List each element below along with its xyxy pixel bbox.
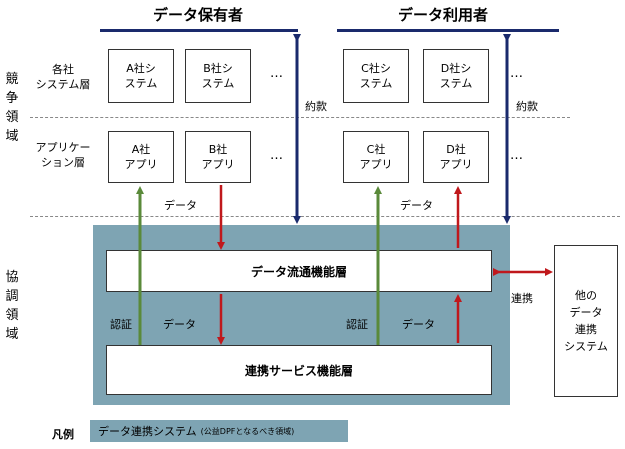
- ellipsis-apps-left: …: [270, 148, 284, 163]
- app-box-d: D社 アプリ: [423, 131, 489, 183]
- header-bar-holder: [100, 29, 298, 32]
- app-box-b: B社 アプリ: [185, 131, 251, 183]
- cooperation-domain-label: 協調領域: [5, 270, 19, 342]
- app-box-c: C社 アプリ: [343, 131, 409, 183]
- ellipsis-systems-right: …: [510, 66, 524, 81]
- app-box-a: A社 アプリ: [108, 131, 174, 183]
- system-box-c: C社シ ステム: [343, 49, 409, 103]
- competition-domain-label: 競争領域: [5, 72, 19, 144]
- system-box-a: A社シ ステム: [108, 49, 174, 103]
- other-data-linkage-system-box: 他の データ 連携 システム: [554, 245, 618, 397]
- data-flow-function-layer: データ流通機能層: [106, 250, 492, 292]
- link-label: 連携: [511, 292, 533, 305]
- system-box-b: B社シ ステム: [185, 49, 251, 103]
- domain-separator-line: [30, 216, 620, 217]
- auth-label-right: 認証: [346, 318, 368, 331]
- auth-label-left: 認証: [110, 318, 132, 331]
- header-data-holder: データ保有者: [152, 6, 243, 24]
- legend-label: データ連携システム: [98, 425, 197, 438]
- terms-label-user: 約款: [516, 100, 538, 113]
- terms-label-holder: 約款: [305, 100, 327, 113]
- system-box-d: D社シ ステム: [423, 49, 489, 103]
- app-layer-label: アプリケー ション層: [35, 141, 91, 169]
- linkage-service-function-layer: 連携サービス機能層: [106, 345, 492, 395]
- legend-sublabel: (公益DPFとなるべき領域): [200, 426, 295, 436]
- header-data-user: データ利用者: [397, 6, 488, 24]
- data-label-upper-left: データ: [164, 199, 197, 212]
- ellipsis-apps-right: …: [510, 148, 524, 163]
- data-label-lower-left: データ: [163, 318, 196, 331]
- header-bar-user: [337, 29, 559, 32]
- system-layer-label: 各社 システム層: [35, 63, 91, 91]
- data-label-lower-right: データ: [402, 318, 435, 331]
- legend-title: 凡例: [52, 428, 74, 441]
- legend-swatch: データ連携システム (公益DPFとなるべき領域): [90, 420, 348, 442]
- ellipsis-systems-left: …: [270, 66, 284, 81]
- data-label-upper-right: データ: [400, 199, 433, 212]
